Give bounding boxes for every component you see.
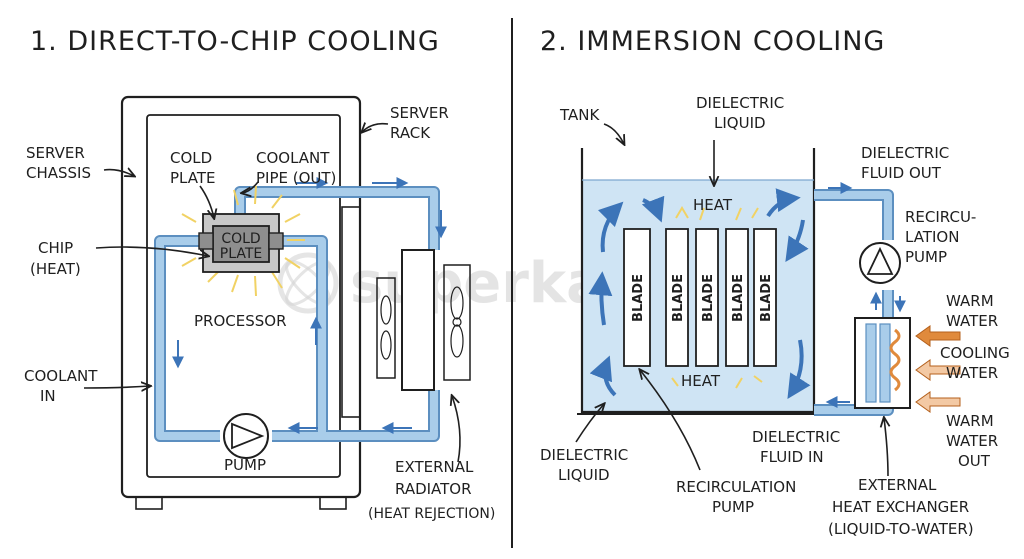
fan-left-icon (380, 295, 392, 360)
server-chassis-inner (146, 114, 341, 478)
label-server-chassis-1: SERVER (26, 144, 85, 162)
label-cold-plate-2: PLATE (170, 169, 215, 187)
chip-heat-glow (181, 185, 305, 297)
label-chip-2: (HEAT) (30, 260, 81, 278)
chassis-foot-right (319, 496, 347, 510)
left-panel: 1. DIRECT-TO-CHIP COOLING COLD PLATE (24, 26, 495, 522)
tank-outline (580, 148, 816, 414)
callout-chip (95, 246, 208, 256)
blade-group: BLADE BLADE BLADE BLADE BLADE (623, 228, 777, 367)
label-server-rack-1: SERVER (390, 104, 449, 122)
blade-label-2: BLADE (671, 274, 686, 322)
radiator-fan-left (376, 277, 396, 379)
cold-plate-inner-label-2: PLATE (220, 246, 262, 262)
heat-marks (671, 206, 763, 389)
flow-arrows-left (172, 177, 447, 434)
label-cold-plate-1: COLD (170, 149, 212, 167)
label-coolant-in-2: IN (40, 387, 56, 405)
radiator-fan-right (443, 264, 471, 381)
cold-plate-outlet (268, 232, 284, 250)
label-radiator-3: (HEAT REJECTION) (368, 506, 495, 522)
label-server-rack-2: RACK (390, 124, 431, 142)
callout-server-chassis (103, 170, 134, 176)
warm-water-in-arrow (915, 325, 961, 347)
blade-label-5: BLADE (759, 274, 774, 322)
label-server-chassis-2: CHASSIS (26, 164, 91, 182)
callout-tank (603, 123, 624, 144)
right-title: 2. IMMERSION COOLING (540, 26, 885, 57)
label-coolant-pipe-2: PIPE (OUT) (256, 169, 336, 187)
callout-recirculation-pump-bottom (640, 370, 701, 471)
label-dielectric-liquid-bottom-1: DIELECTRIC (540, 446, 628, 464)
cold-plate (212, 225, 270, 263)
blade-label-3: BLADE (701, 274, 716, 322)
rack-side-panel (341, 206, 361, 418)
label-dielectric-fluid-in-2: FLUID IN (760, 448, 824, 466)
blade-5 (753, 228, 777, 367)
callout-server-rack (362, 124, 389, 132)
right-panel: 2. IMMERSION COOLING BLADE BLADE BLADE B… (540, 26, 1010, 538)
fan-right-icon (450, 286, 464, 358)
circulation-arrows (588, 188, 811, 400)
label-processor: PROCESSOR (194, 312, 287, 330)
blade-label-1: BLADE (631, 274, 646, 322)
label-heat-top: HEAT (693, 196, 733, 214)
label-coolant-pipe-1: COOLANT (256, 149, 330, 167)
label-tank: TANK (559, 106, 600, 124)
cold-plate-inlet (198, 232, 214, 250)
label-external-hx-1: EXTERNAL (858, 476, 937, 494)
label-pump: PUMP (224, 456, 266, 474)
heat-exchanger-coil (889, 328, 901, 392)
chassis-foot-left (135, 496, 163, 510)
recirculation-pump-icon (859, 242, 901, 284)
label-external-hx-3: (LIQUID-TO-WATER) (828, 520, 974, 538)
callout-radiator (452, 396, 461, 463)
label-dielectric-liquid-top-2: LIQUID (714, 114, 766, 132)
label-radiator-1: EXTERNAL (395, 458, 474, 476)
blade-3 (695, 228, 719, 367)
label-warm-water-out-2: WATER (946, 432, 998, 450)
label-dielectric-liquid-bottom-2: LIQUID (558, 466, 610, 484)
label-dielectric-liquid-top-1: DIELECTRIC (696, 94, 784, 112)
warm-water-out-arrow (915, 391, 961, 413)
callout-cold-plate (199, 185, 214, 218)
callout-heat-exchanger (884, 418, 888, 477)
callout-coolant-pipe (242, 181, 259, 193)
label-dielectric-fluid-out-2: FLUID OUT (861, 164, 942, 182)
label-recirc-bottom-1: RECIRCULATION (676, 478, 796, 496)
label-dielectric-fluid-in-1: DIELECTRIC (752, 428, 840, 446)
label-warm-water-out-1: WARM (946, 412, 994, 430)
label-recirc-bottom-2: PUMP (712, 498, 754, 516)
flow-arrows-right (825, 182, 906, 408)
blade-label-4: BLADE (731, 274, 746, 322)
label-dielectric-fluid-out-1: DIELECTRIC (861, 144, 949, 162)
blade-1 (623, 228, 651, 367)
label-warm-water-2: WATER (946, 312, 998, 330)
cooling-water-arrow (915, 359, 961, 381)
cold-plate-inner-label-1: COLD (221, 231, 260, 247)
label-chip-1: CHIP (38, 239, 73, 257)
label-heat-bottom: HEAT (681, 372, 721, 390)
label-recirc-right-1: RECIRCU- (905, 208, 976, 226)
left-title: 1. DIRECT-TO-CHIP COOLING (30, 26, 440, 57)
label-recirc-right-2: LATION (905, 228, 959, 246)
label-warm-water-out-3: OUT (958, 452, 991, 470)
label-radiator-2: RADIATOR (395, 480, 472, 498)
callout-dielectric-liquid-bottom (575, 404, 604, 443)
label-warm-water-1: WARM (946, 292, 994, 310)
label-cooling-water-2: WATER (946, 364, 998, 382)
label-external-hx-2: HEAT EXCHANGER (832, 498, 969, 516)
blade-2 (665, 228, 689, 367)
blade-4 (725, 228, 749, 367)
label-coolant-in-1: COOLANT (24, 367, 98, 385)
water-arrows (915, 325, 961, 413)
radiator-block (401, 249, 435, 391)
label-recirc-right-3: PUMP (905, 248, 947, 266)
label-cooling-water-1: COOLING (940, 344, 1010, 362)
callout-coolant-in (83, 386, 150, 388)
